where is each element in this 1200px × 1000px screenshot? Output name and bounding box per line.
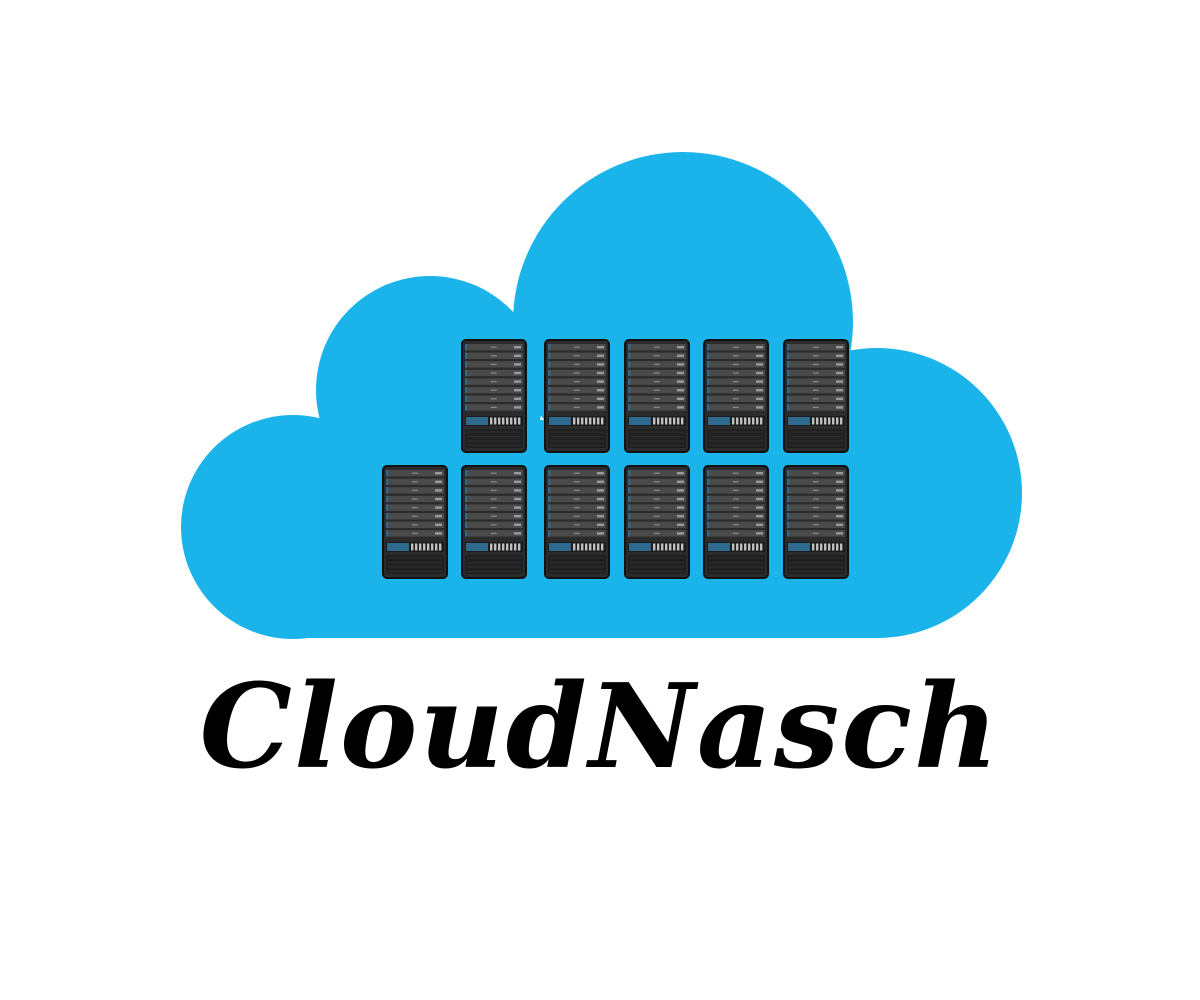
server-rack-icon (703, 339, 769, 453)
brand-name: CloudNasch (199, 659, 1001, 795)
server-rack-icon (461, 465, 527, 579)
server-rack-icon (783, 339, 849, 453)
server-rack-icon (624, 465, 690, 579)
server-rack-group (382, 339, 849, 579)
server-rack-icon (783, 465, 849, 579)
server-rack-icon (382, 465, 448, 579)
server-rack-icon (703, 465, 769, 579)
server-rack-icon (461, 339, 527, 453)
server-rack-icon (624, 339, 690, 453)
server-rack-icon (544, 465, 610, 579)
server-rack-icon (544, 339, 610, 453)
